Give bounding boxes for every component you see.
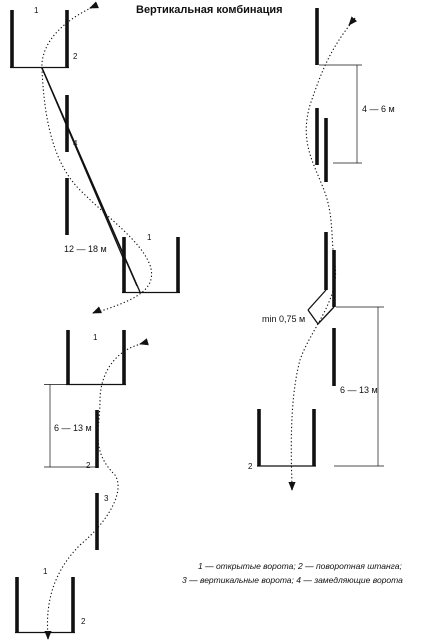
track-start-arrow xyxy=(139,338,149,346)
right-scheme: 4 — 6 м min 0,75 м 6 — 13 м 2 xyxy=(248,8,395,491)
left-top-scheme: 1 2 4 1 12 — 18 м xyxy=(10,1,180,314)
label-2b: 2 xyxy=(81,617,86,626)
label-2: 2 xyxy=(73,52,78,61)
open-gate-top xyxy=(10,10,69,69)
track-end-arrow xyxy=(92,306,102,314)
open-gate-lower xyxy=(15,577,75,634)
distance-label: 6 — 13 м xyxy=(54,423,92,433)
distance-label-bottom: 6 — 13 м xyxy=(340,385,378,395)
legend-line-2: 3 — вертикальные ворота; 4 — замедляющие… xyxy=(182,575,403,585)
label-1: 1 xyxy=(34,6,39,15)
track-start-arrow xyxy=(89,1,99,9)
min-gap-line xyxy=(307,289,327,311)
open-gate-upper xyxy=(66,330,126,386)
ski-track xyxy=(290,21,353,486)
legend-line-1: 1 — открытые ворота; 2 — поворотная штан… xyxy=(198,561,402,571)
label-2: 2 xyxy=(248,462,253,471)
distance-label: 12 — 18 м xyxy=(64,244,107,254)
distance-line-3 xyxy=(41,67,138,287)
legend: 1 — открытые ворота; 2 — поворотная штан… xyxy=(182,561,403,585)
min-gap-cap xyxy=(307,309,319,325)
ski-track xyxy=(46,342,146,637)
min-gap-line-2 xyxy=(317,306,335,325)
min-gap-label: min 0,75 м xyxy=(262,314,305,324)
ski-track xyxy=(41,5,153,314)
open-gate-middle xyxy=(122,237,180,294)
label-3: 3 xyxy=(104,494,109,503)
label-2: 2 xyxy=(86,461,91,470)
track-start-arrow xyxy=(348,16,358,26)
label-1b: 1 xyxy=(43,567,48,576)
diagram-title: Вертикальная комбинация xyxy=(136,4,283,16)
open-gate-bottom xyxy=(257,409,316,467)
label-1b: 1 xyxy=(147,233,152,242)
left-bottom-scheme: 1 6 — 13 м 2 3 1 2 xyxy=(15,330,149,640)
distance-label-top: 4 — 6 м xyxy=(362,104,395,114)
label-1: 1 xyxy=(93,333,98,342)
